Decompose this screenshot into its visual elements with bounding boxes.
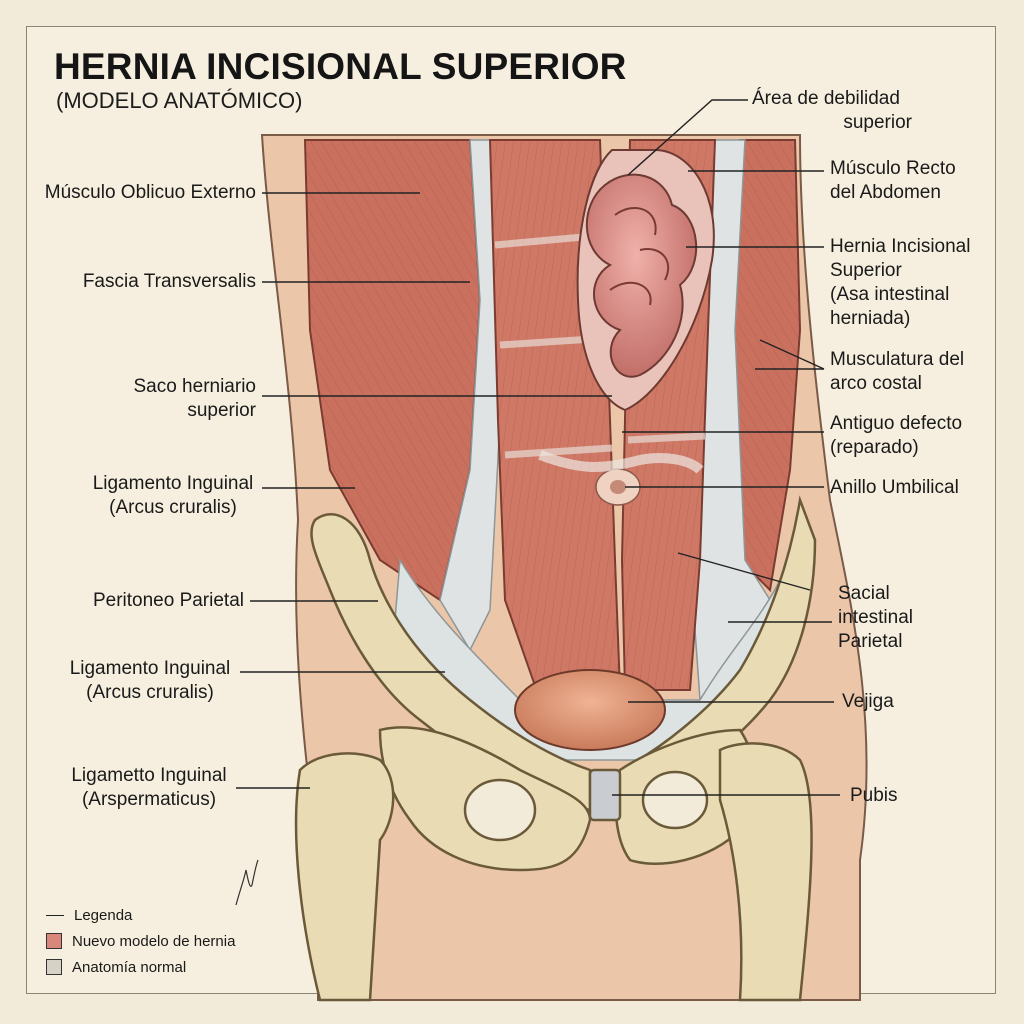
legend-title-row: Legenda: [46, 902, 235, 928]
legend-swatch-normal: [46, 959, 62, 975]
label-hernia-sac: Saco herniario superior: [133, 376, 256, 421]
umbilicus: [538, 450, 704, 506]
legend: Legenda Nuevo modelo de hernia Anatomía …: [46, 902, 235, 980]
legend-item-normal: Anatomía normal: [46, 954, 235, 980]
label-incisional-hernia: Hernia Incisional Superior (Asa intestin…: [830, 236, 971, 329]
label-umbilical-ring: Anillo Umbilical: [830, 477, 959, 498]
label-weak-area: Área de debilidad superior: [752, 88, 912, 133]
legend-item-hernia: Nuevo modelo de hernia: [46, 928, 235, 954]
label-costal-arch-muscles: Musculatura del arco costal: [830, 349, 965, 394]
diagram-title: HERNIA INCISIONAL SUPERIOR: [54, 46, 627, 87]
legend-dash: [46, 914, 64, 916]
label-fascia-transversalis: Fascia Transversalis: [82, 271, 256, 292]
label-inguinal-ligament-1: Ligamento Inguinal (Arcus cruralis): [92, 473, 254, 518]
diagram-subtitle: (MODELO ANATÓMICO): [56, 88, 303, 113]
label-inguinal-ligament-3: Ligametto Inguinal (Arspermaticus): [71, 765, 227, 810]
leader-lines: [236, 99, 840, 796]
label-pubis: Pubis: [850, 785, 898, 806]
artist-signature: [235, 859, 259, 906]
label-inguinal-ligament-2: Ligamento Inguinal (Arcus cruralis): [69, 658, 231, 703]
label-intestinal-parietal: Sacial intestinal Parietal: [838, 583, 913, 652]
external-oblique-left: [303, 139, 482, 602]
label-rectus-abdominis: Músculo Recto del Abdomen: [830, 158, 956, 203]
legend-swatch-hernia: [46, 933, 62, 949]
bladder: [514, 669, 666, 751]
hernia-sac: [576, 149, 715, 412]
legend-title: Legenda: [74, 906, 133, 924]
label-old-defect: Antiguo defecto (reparado): [830, 413, 963, 458]
label-bladder: Vejiga: [842, 691, 894, 712]
label-external-oblique: Músculo Oblicuo Externo: [44, 182, 256, 203]
pelvis: [294, 495, 817, 1002]
label-parietal-peritoneum: Peritoneo Parietal: [92, 590, 244, 611]
